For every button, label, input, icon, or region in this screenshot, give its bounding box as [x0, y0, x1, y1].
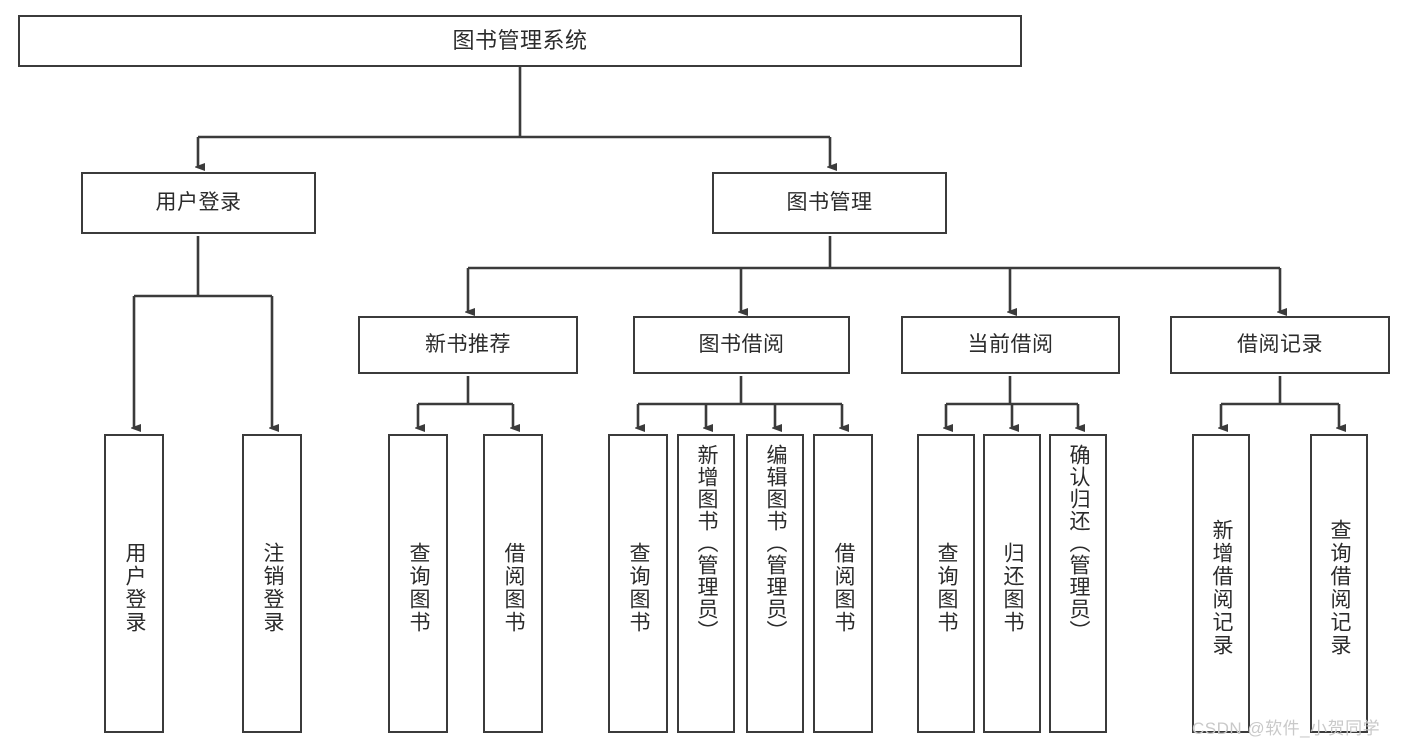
- leaf-book-borrow-0[interactable]: 查询图书: [608, 434, 668, 733]
- node-user-login-label: 用户登录: [155, 190, 242, 214]
- leaf-current-borrow-2[interactable]: 确认归还（管理员）: [1049, 434, 1107, 733]
- watermark: CSDN @软件_小贺同学: [1192, 719, 1381, 738]
- leaf-new-book-rec-0-label: 查询图书: [407, 541, 431, 634]
- leaf-current-borrow-2-label: 确认归还（管理员）: [1067, 444, 1091, 642]
- leaf-current-borrow-0-label: 查询图书: [935, 541, 959, 634]
- node-borrow-record[interactable]: 借阅记录: [1170, 316, 1390, 374]
- leaf-borrow-record-0-label: 新增借阅记录: [1210, 518, 1234, 657]
- node-new-book-rec[interactable]: 新书推荐: [358, 316, 578, 374]
- leaf-borrow-record-0[interactable]: 新增借阅记录: [1192, 434, 1250, 733]
- node-borrow-record-label: 借阅记录: [1237, 332, 1323, 356]
- node-root[interactable]: 图书管理系统: [18, 15, 1022, 67]
- leaf-user-login-1[interactable]: 注销登录: [242, 434, 302, 733]
- node-current-borrow[interactable]: 当前借阅: [901, 316, 1120, 374]
- leaf-user-login-0-label: 用户登录: [123, 541, 147, 634]
- node-new-book-rec-label: 新书推荐: [425, 332, 511, 356]
- node-current-borrow-label: 当前借阅: [967, 332, 1054, 356]
- leaf-book-borrow-0-label: 查询图书: [627, 541, 651, 634]
- node-user-login[interactable]: 用户登录: [81, 172, 316, 234]
- leaf-book-borrow-2[interactable]: 编辑图书（管理员）: [746, 434, 804, 733]
- node-book-borrow[interactable]: 图书借阅: [633, 316, 850, 374]
- leaf-book-borrow-3-label: 借阅图书: [832, 541, 856, 634]
- node-book-manage-label: 图书管理: [786, 190, 873, 214]
- leaf-book-borrow-1[interactable]: 新增图书（管理员）: [677, 434, 735, 733]
- leaf-new-book-rec-1[interactable]: 借阅图书: [483, 434, 543, 733]
- leaf-borrow-record-1[interactable]: 查询借阅记录: [1310, 434, 1368, 733]
- leaf-current-borrow-0[interactable]: 查询图书: [917, 434, 975, 733]
- leaf-book-borrow-1-label: 新增图书（管理员）: [695, 444, 719, 642]
- leaf-current-borrow-1[interactable]: 归还图书: [983, 434, 1041, 733]
- leaf-borrow-record-1-label: 查询借阅记录: [1328, 518, 1352, 657]
- leaf-new-book-rec-0[interactable]: 查询图书: [388, 434, 448, 733]
- leaf-book-borrow-2-label: 编辑图书（管理员）: [764, 444, 788, 642]
- leaf-new-book-rec-1-label: 借阅图书: [502, 541, 526, 634]
- leaf-book-borrow-3[interactable]: 借阅图书: [813, 434, 873, 733]
- leaf-user-login-1-label: 注销登录: [261, 541, 285, 634]
- node-book-borrow-label: 图书借阅: [698, 332, 785, 356]
- leaf-current-borrow-1-label: 归还图书: [1001, 541, 1025, 634]
- node-root-label: 图书管理系统: [452, 28, 588, 54]
- leaf-user-login-0[interactable]: 用户登录: [104, 434, 164, 733]
- node-book-manage[interactable]: 图书管理: [712, 172, 947, 234]
